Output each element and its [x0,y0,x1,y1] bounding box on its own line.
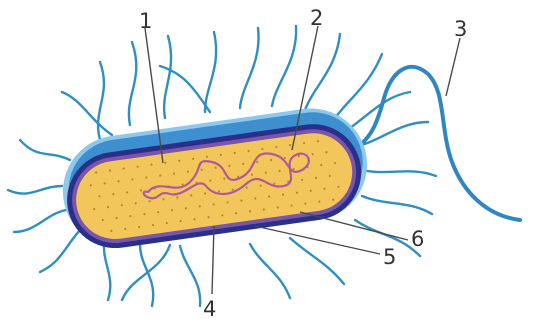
label-4: 4 [203,297,216,321]
label-3: 3 [454,17,467,41]
flagellum [352,67,520,220]
label-2: 2 [310,6,323,30]
label-1: 1 [139,9,152,33]
label-5: 5 [383,245,396,269]
label-6: 6 [411,227,424,251]
